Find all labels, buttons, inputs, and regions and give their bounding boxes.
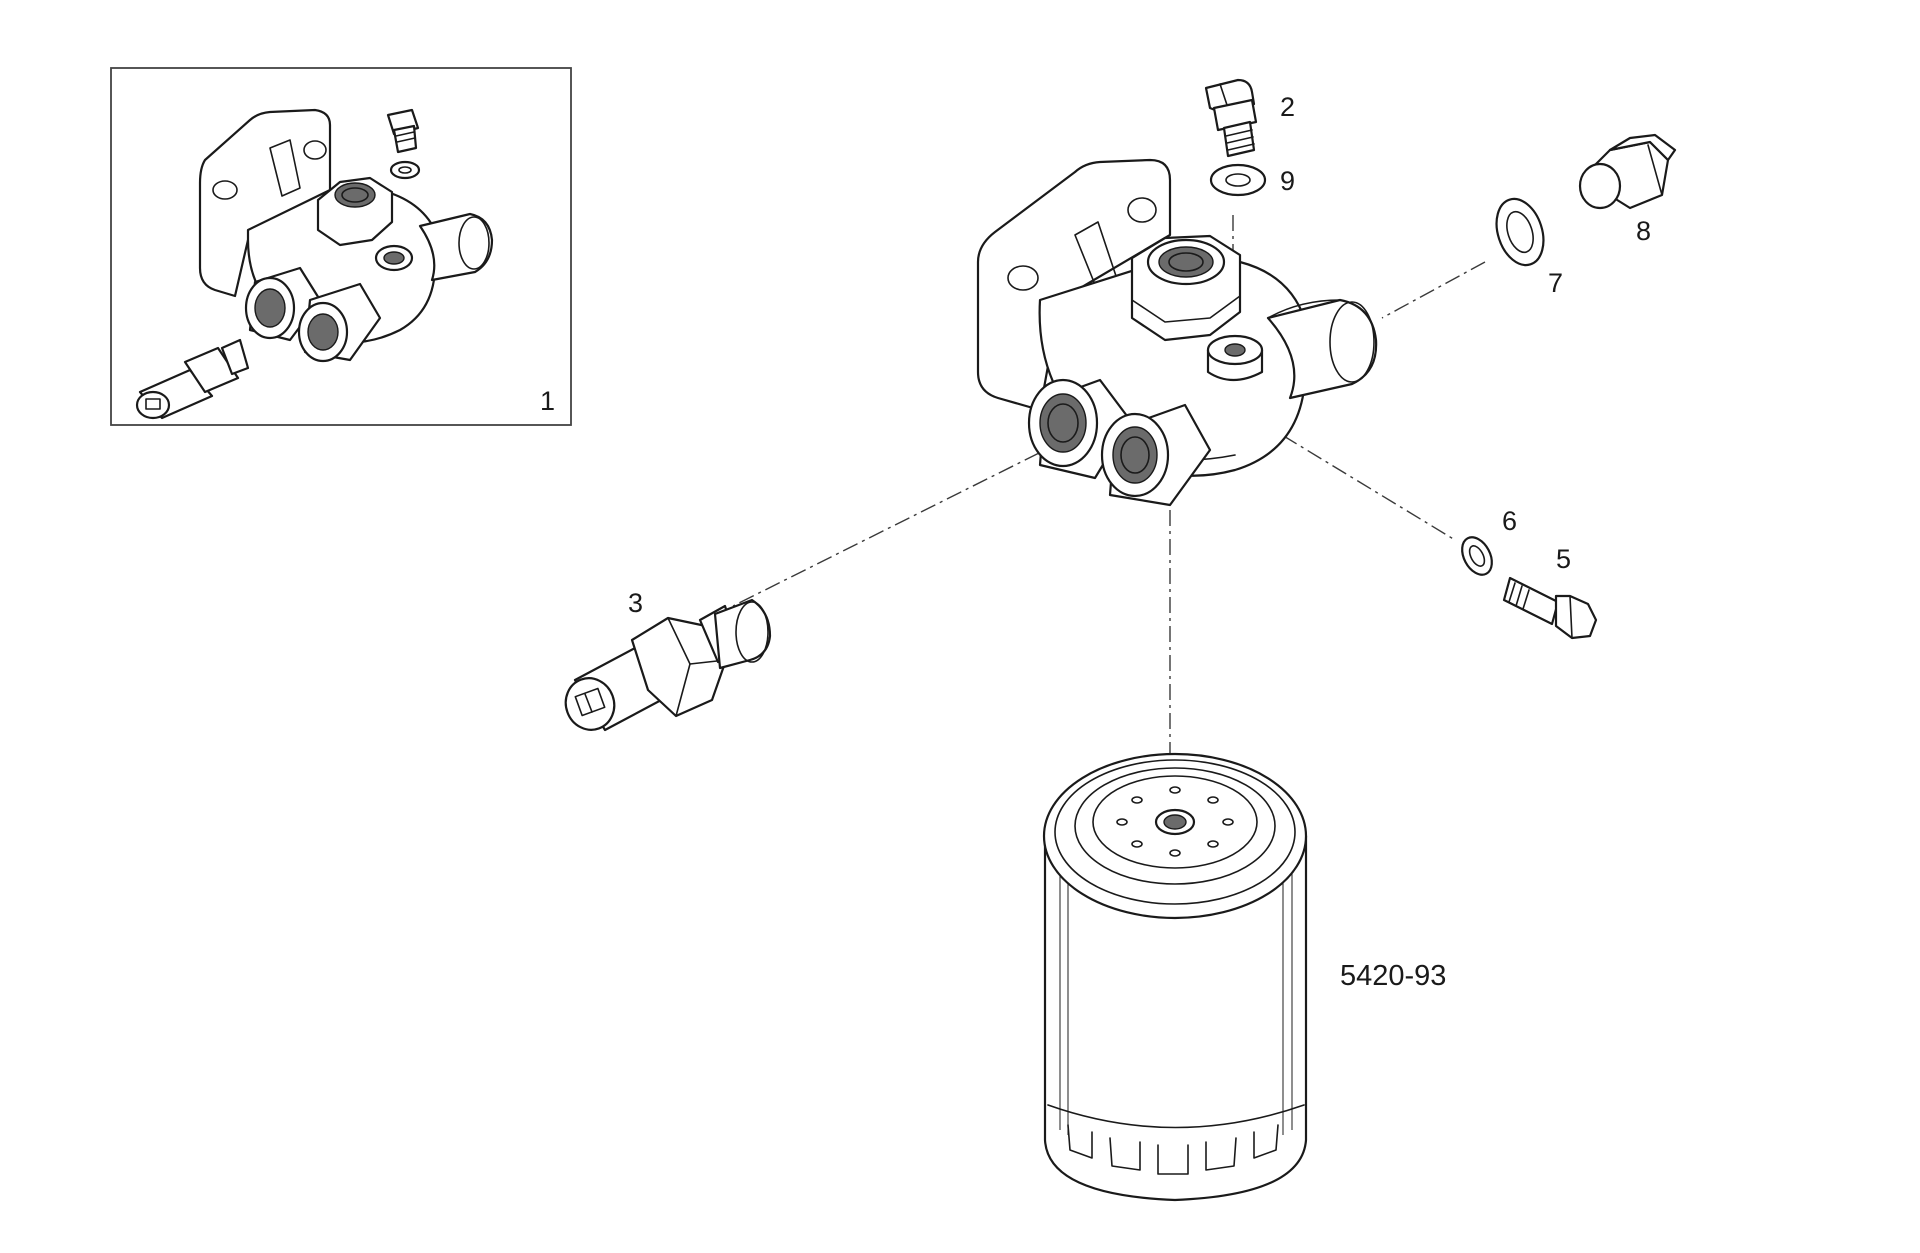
- callout-2: 2: [1280, 92, 1295, 122]
- reference-number: 5420-93: [1340, 960, 1446, 992]
- mounting-flange: [976, 158, 1172, 412]
- callout-5: 5: [1556, 544, 1571, 574]
- callout-3: 3: [628, 588, 643, 618]
- front-port-right: [1100, 403, 1212, 507]
- callout-7: 7: [1548, 268, 1563, 298]
- callout-1: 1: [540, 386, 555, 416]
- screw-washer: 9: [1209, 163, 1295, 197]
- filter-top-holes: [1116, 786, 1234, 857]
- right-port: [1266, 298, 1378, 400]
- inset-sensor: [135, 338, 250, 420]
- filter-cartridge: [1042, 752, 1308, 1202]
- plug: 8: [1578, 133, 1677, 246]
- callout-8: 8: [1636, 216, 1651, 246]
- bleed-screw: 2: [1204, 78, 1295, 158]
- plug-washer: 7: [1495, 197, 1563, 298]
- sensor: 3: [564, 588, 772, 732]
- callout-6: 6: [1502, 506, 1517, 536]
- bolt: 5: [1502, 544, 1598, 640]
- bolt-washer: 6: [1461, 506, 1517, 576]
- filter-canister: [1043, 834, 1308, 1202]
- inset-screw: [386, 108, 421, 180]
- inset-front-port-right: [297, 282, 382, 363]
- filter-head: [976, 158, 1378, 507]
- inset-filter-head: [198, 108, 494, 363]
- inset-assembly-view: 1: [110, 67, 572, 426]
- filter-base-notches: [1067, 1124, 1279, 1175]
- callout-9: 9: [1280, 166, 1295, 196]
